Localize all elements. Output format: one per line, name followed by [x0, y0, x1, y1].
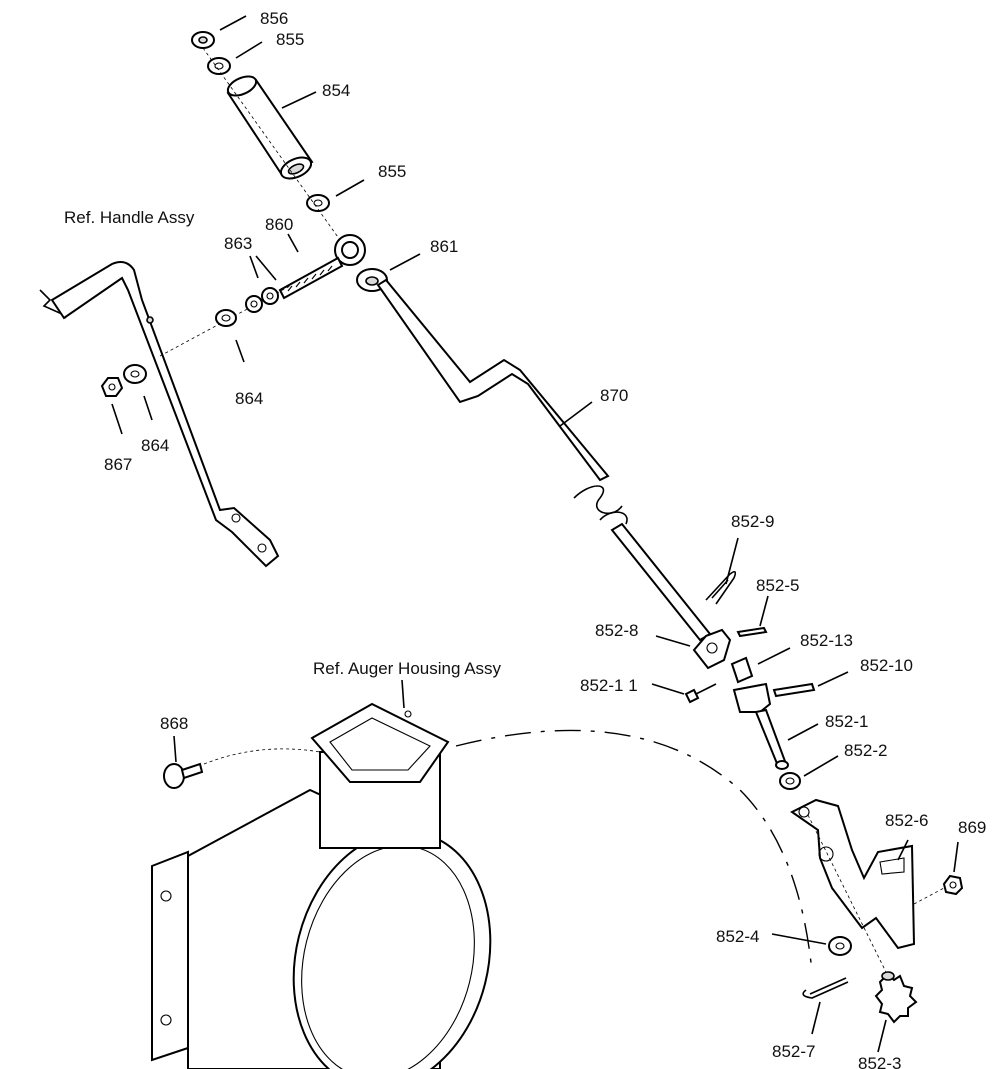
label-863: 863: [224, 234, 252, 253]
nut-869: [942, 874, 964, 896]
gear-852-3: [874, 971, 918, 1024]
label-852-9: 852-9: [731, 512, 774, 531]
label-868: 868: [160, 714, 188, 733]
hairpin-852-9: [705, 570, 737, 605]
label-867: 867: [104, 455, 132, 474]
screw-852-11: [684, 683, 717, 704]
label-852-2: 852-2: [844, 741, 887, 760]
label-855-top: 855: [276, 30, 304, 49]
nuts-863: [245, 287, 279, 313]
washer-856: [191, 31, 215, 49]
hairpin-852-7: [802, 977, 849, 999]
label-ref-handle-assy: Ref. Handle Assy: [64, 208, 195, 227]
label-870: 870: [600, 386, 628, 405]
pin-852-10: [772, 682, 816, 698]
eyebolt-860: [278, 234, 366, 300]
label-852-7: 852-7: [772, 1042, 815, 1061]
washer-852-4: [828, 936, 852, 956]
rod-870: [376, 278, 712, 642]
sleeve-854: [226, 75, 314, 180]
bolt-868: [163, 762, 204, 789]
label-855-mid: 855: [378, 162, 406, 181]
label-852-13: 852-13: [800, 631, 853, 650]
label-860: 860: [265, 215, 293, 234]
label-852-6: 852-6: [885, 811, 928, 830]
leader-lines: [111, 15, 959, 1053]
pin-852-5: [736, 626, 768, 638]
label-852-5: 852-5: [756, 576, 799, 595]
label-852-11: 852-1 1: [580, 676, 638, 695]
handle-assy: [39, 261, 280, 568]
label-852-1: 852-1: [825, 712, 868, 731]
clevis-852-1: [732, 682, 789, 770]
washer-855-mid: [306, 194, 330, 212]
washer-864-lower: [123, 364, 147, 384]
label-864-lower: 864: [141, 436, 169, 455]
label-854: 854: [322, 81, 350, 100]
washer-852-2: [779, 772, 801, 790]
washer-864-upper: [215, 309, 237, 327]
linkage-axis: [807, 814, 887, 973]
nut-867: [100, 377, 124, 397]
bolt-868-path: [203, 748, 321, 765]
label-852-8: 852-8: [595, 621, 638, 640]
label-852-3: 852-3: [858, 1054, 901, 1069]
auger-housing: [151, 702, 492, 1069]
bolt-axis-869: [913, 887, 945, 905]
label-856: 856: [260, 9, 288, 28]
bracket-852-6: [790, 798, 916, 950]
label-852-4: 852-4: [716, 927, 759, 946]
reference-arc: [455, 729, 813, 973]
label-861: 861: [430, 237, 458, 256]
washer-855-top: [207, 57, 231, 75]
label-ref-auger-housing-assy: Ref. Auger Housing Assy: [313, 659, 502, 678]
label-864-upper: 864: [235, 389, 263, 408]
bracket-852-8: [692, 628, 732, 670]
block-852-13: [730, 656, 754, 684]
label-869: 869: [958, 818, 986, 837]
label-852-10: 852-10: [860, 656, 913, 675]
